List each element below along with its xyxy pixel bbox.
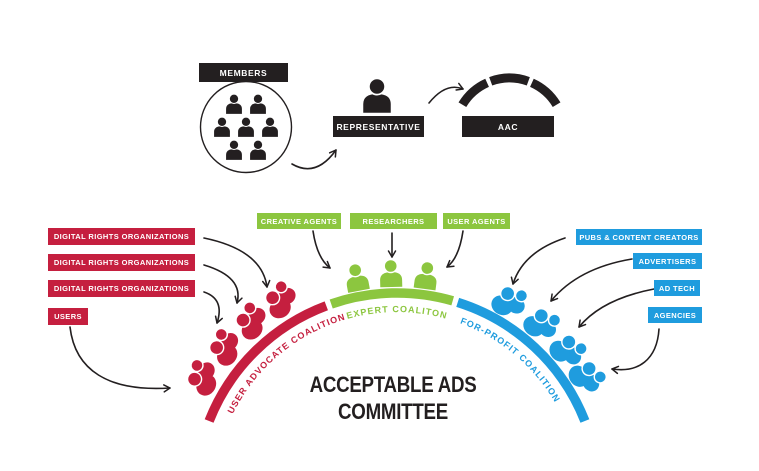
- aac-arc-icon: [458, 73, 561, 108]
- label-text: ADVERTISERS: [638, 256, 697, 266]
- digital-rights-arrow-2: [203, 264, 243, 304]
- user-agents-box: USER AGENTS: [443, 213, 510, 229]
- representative-label-text: REPRESENTATIVE: [336, 121, 421, 132]
- user-agents-arrow: [446, 230, 464, 268]
- label-text: AD TECH: [658, 283, 696, 293]
- members-label: MEMBERS: [199, 63, 288, 82]
- label-text: DIGITAL RIGHTS ORGANIZATIONS: [53, 284, 190, 293]
- label-text: DIGITAL RIGHTS ORGANIZATIONS: [53, 258, 190, 267]
- digital-rights-organizations-box-3: DIGITAL RIGHTS ORGANIZATIONS: [48, 280, 195, 297]
- title-line-1: ACCEPTABLE ADS: [309, 372, 477, 397]
- label-text: PUBS & CONTENT CREATORS: [579, 232, 699, 242]
- label-text: RESEARCHERS: [362, 216, 425, 226]
- ad-tech-box: AD TECH: [654, 280, 700, 296]
- users-arrow: [69, 326, 171, 393]
- digital-rights-arrow-1: [203, 237, 271, 288]
- person-icon: [412, 259, 440, 292]
- researchers-box: RESEARCHERS: [350, 213, 437, 229]
- creative-agents-box: CREATIVE AGENTS: [257, 213, 341, 229]
- representative-label: REPRESENTATIVE: [333, 116, 424, 137]
- agencies-arrow: [611, 328, 660, 375]
- person-icon: [378, 258, 403, 288]
- expert-coalition-arc: [329, 288, 455, 309]
- pubs-content-creators-box: PUBS & CONTENT CREATORS: [576, 229, 702, 245]
- expert-members-icons: [342, 258, 440, 294]
- digital-rights-organizations-box-2: DIGITAL RIGHTS ORGANIZATIONS: [48, 254, 195, 271]
- title-line-2: COMMITTEE: [338, 399, 448, 424]
- digital-rights-arrow-3: [203, 291, 223, 324]
- label-text: AGENCIES: [653, 310, 697, 320]
- for-profit-coalition-arc: [456, 297, 590, 423]
- label-text: USERS: [54, 312, 82, 321]
- ad-tech-arrow: [578, 288, 655, 328]
- agencies-box: AGENCIES: [648, 307, 702, 323]
- expert-coalition-label: EXPERT COALITON: [345, 304, 448, 321]
- label-text: DIGITAL RIGHTS ORGANIZATIONS: [53, 232, 190, 241]
- creative-agents-arrow: [312, 230, 331, 269]
- aac-label: AAC: [462, 116, 554, 137]
- user-advocate-coalition-arc: [204, 301, 328, 423]
- page-title: ACCEPTABLE ADS COMMITTEE: [280, 371, 506, 425]
- representative-person-icon: [362, 77, 392, 114]
- label-text: USER AGENTS: [447, 216, 506, 226]
- members-crowd-icon: [213, 93, 279, 161]
- advertisers-box: ADVERTISERS: [633, 253, 702, 269]
- aac-label-text: AAC: [497, 121, 519, 132]
- pubs-content-creators-arrow: [510, 237, 566, 285]
- users-box: USERS: [48, 308, 88, 325]
- person-icon: [342, 261, 371, 294]
- members-to-representative-arrow: [291, 149, 337, 170]
- members-label-text: MEMBERS: [219, 67, 268, 78]
- advertisers-arrow: [550, 258, 633, 302]
- label-text: CREATIVE AGENTS: [260, 216, 338, 226]
- representative-to-aac-arrow: [428, 82, 464, 104]
- digital-rights-organizations-box-1: DIGITAL RIGHTS ORGANIZATIONS: [48, 228, 195, 245]
